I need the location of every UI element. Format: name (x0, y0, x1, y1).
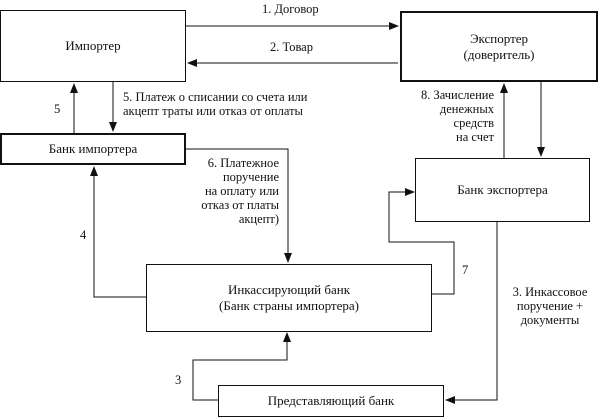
label-4: 4 (80, 228, 87, 242)
exporter-bank-box: Банк экспортера (415, 158, 590, 222)
label-5: 5. Платеж о списании со счета или акцепт… (123, 90, 308, 118)
label-3-instruction: 3. Инкассовое поручение + документы (512, 285, 588, 327)
arrow-3 (445, 222, 498, 404)
label-contract: 1. Договор (262, 2, 319, 16)
importer-bank-box: Банк импортера (0, 133, 186, 165)
importer-box: Импортер (0, 10, 186, 82)
label-3-number: 3 (175, 373, 182, 387)
exporter-box: Экспортер (доверитель) (400, 11, 598, 82)
arrow-4 (90, 166, 146, 298)
label-5-number: 5 (54, 102, 61, 116)
label-6: 6. Платежное поручение на оплату или отк… (201, 156, 279, 226)
remitting-bank-box: Представляющий банк (218, 385, 444, 417)
label-7: 7 (462, 263, 469, 277)
arrow-6 (186, 148, 292, 263)
arrow-7 (388, 188, 455, 295)
collecting-bank-box: Инкассирующий банк (Банк страны импортер… (146, 264, 432, 332)
label-8: 8. Зачисление денежных средств на счет (420, 88, 494, 144)
label-goods: 2. Товар (270, 40, 313, 54)
arrow-3-up (192, 332, 291, 401)
